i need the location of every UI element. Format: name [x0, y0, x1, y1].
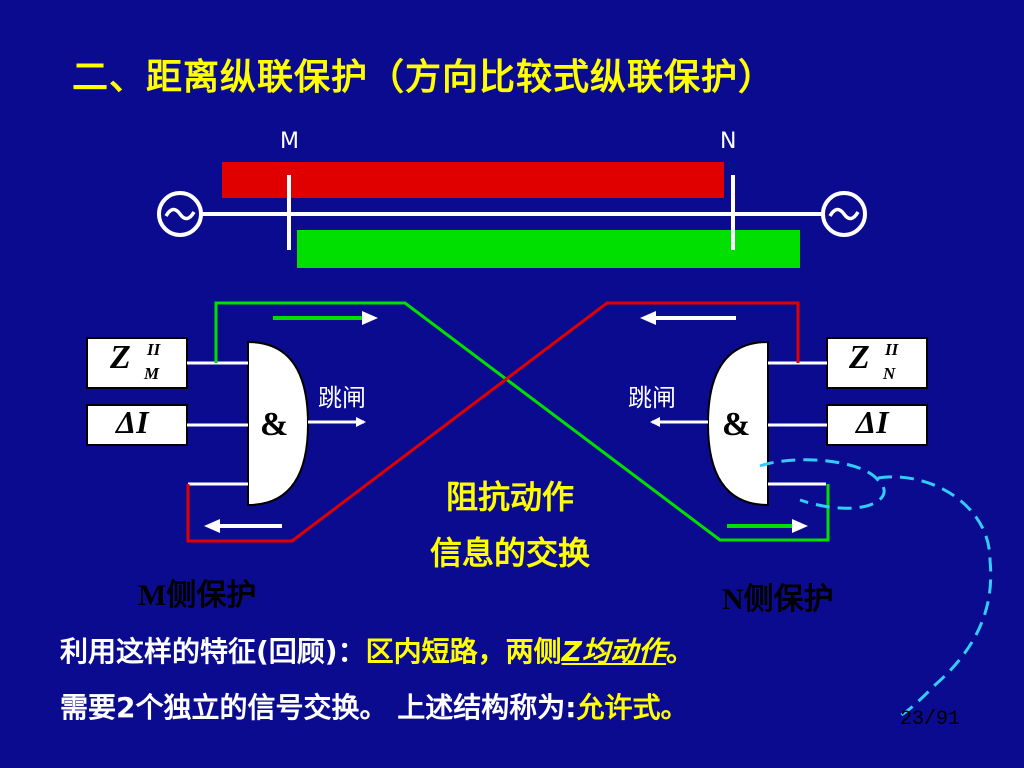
arrow-m-to-n-top: [273, 311, 378, 325]
footer-line2-highlight: 允许式: [576, 691, 661, 724]
delta-block-m-label: ΔI: [116, 404, 149, 440]
n-relay-reach-bar: [297, 230, 800, 268]
zone-block-m: [86, 337, 188, 389]
slide-title: 二、距离纵联保护（方向比较式纵联保护）: [72, 57, 776, 98]
side-label-m-suffix: 侧保护: [166, 578, 257, 613]
footer-line2-prefix: 需要2个独立的信号交换。 上述结构称为:: [60, 691, 577, 724]
delta-block-n: [826, 404, 928, 446]
zone-block-n: [826, 337, 928, 389]
trip-label-m: 跳闸: [318, 384, 366, 412]
arrow-n-to-m-bottom: [204, 519, 282, 533]
footer-line1-italic: Z均动作: [561, 635, 666, 668]
side-label-n-suffix: 侧保护: [743, 582, 834, 617]
and-gate-n: [706, 340, 769, 507]
footer-line1-end: 。: [665, 635, 694, 668]
bus-label-m: M: [280, 129, 299, 154]
delta-block-n-label: ΔI: [856, 404, 889, 440]
source-n-icon: [821, 191, 867, 237]
channel-m-to-n: [214, 301, 830, 542]
footer-line-1: 利用这样的特征(回顾)：区内短路，两侧Z均动作。: [60, 630, 694, 670]
side-label-n: N侧保护: [722, 574, 834, 618]
zone-symbol-m: Z: [110, 339, 131, 376]
zone-superscript-m: II: [147, 340, 161, 359]
zone-subscript-m: M: [144, 364, 160, 383]
bus-label-n: N: [720, 129, 737, 154]
footer-line-2: 需要2个独立的信号交换。 上述结构称为:允许式。: [60, 686, 688, 726]
channel-n-to-m: [186, 301, 800, 543]
page-number: 23/91: [900, 708, 961, 731]
footer-line2-end: 。: [660, 691, 689, 724]
trip-label-n: 跳闸: [628, 384, 676, 412]
arrow-m-to-n-bottom: [727, 519, 808, 533]
zone-block-n-label: Z: [849, 339, 870, 377]
relay-n: [650, 337, 928, 507]
side-label-m: M侧保护: [138, 570, 256, 614]
zone-subscript-n: N: [883, 364, 896, 383]
and-gate-m: [247, 340, 310, 507]
arrow-n-to-m-top: [640, 311, 736, 325]
zone-block-m-label: Z: [110, 339, 131, 377]
and-gate-m-label: &: [260, 406, 289, 443]
side-label-n-prefix: N: [722, 583, 744, 616]
footer-line1-prefix: 利用这样的特征(回顾)：: [60, 635, 366, 668]
exchange-label-line2: 信息的交换: [429, 534, 590, 572]
and-gate-n-label: &: [722, 406, 751, 443]
side-label-m-prefix: M: [138, 579, 167, 612]
m-relay-reach-bar: [222, 162, 724, 198]
zone-symbol-n: Z: [849, 339, 870, 376]
footer-line1-highlight: 区内短路，两侧: [365, 635, 562, 668]
exchange-label-line1: 阻抗动作: [445, 478, 574, 516]
source-m-icon: [157, 191, 203, 237]
dashed-note-curve: [759, 458, 993, 720]
zone-superscript-n: II: [885, 340, 899, 359]
relay-m: [86, 337, 366, 507]
